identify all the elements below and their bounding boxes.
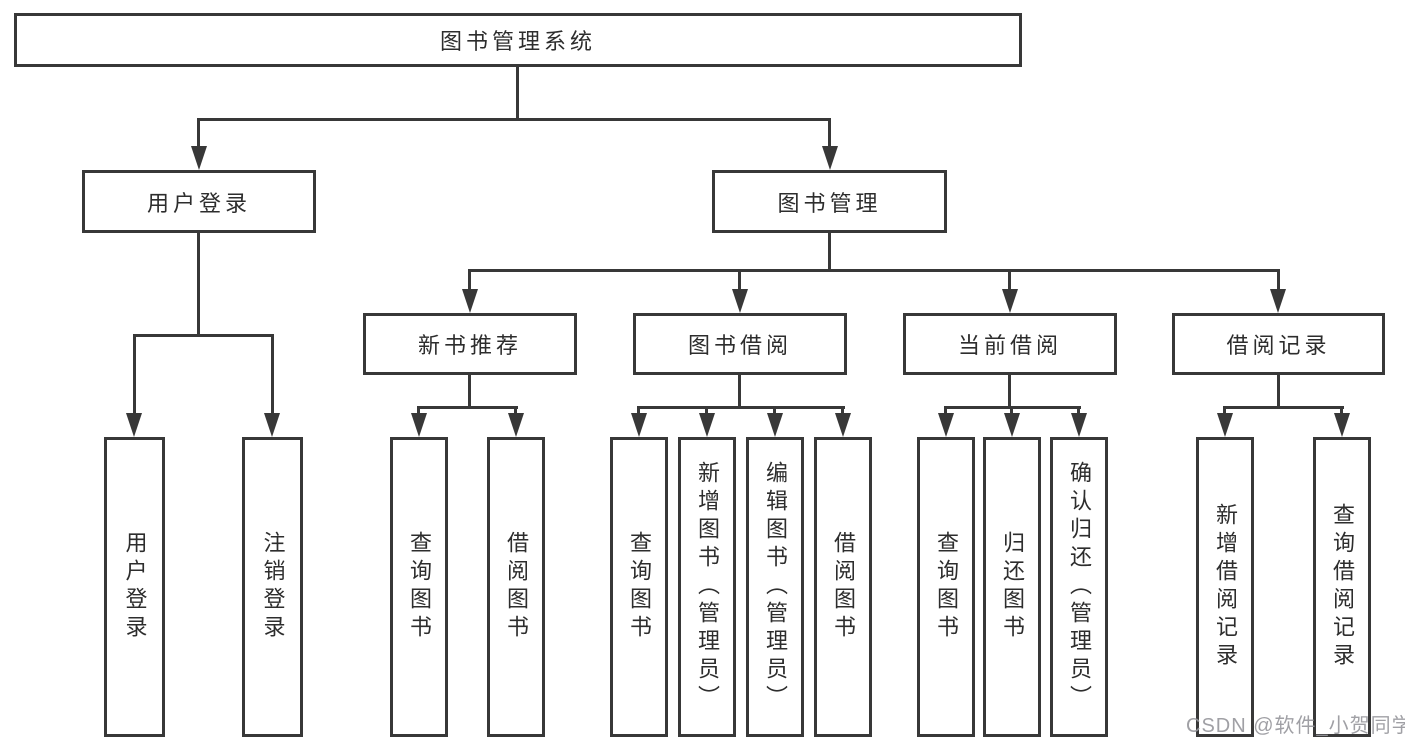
arrow-down-icon xyxy=(508,413,524,437)
arrow-down-icon xyxy=(1002,289,1018,313)
node-borrowing-records: 借阅记录 xyxy=(1172,313,1385,375)
leaf-user-login: 用户登录 xyxy=(104,437,165,737)
connector-line xyxy=(271,334,274,413)
connector-line xyxy=(773,406,776,416)
leaf-borrow-books-recommendation: 借阅图书 xyxy=(487,437,545,737)
leaf-query-borrow-record: 查询借阅记录 xyxy=(1313,437,1371,737)
node-library-management-system: 图书管理系统 xyxy=(14,13,1022,67)
leaf-query-books-current: 查询图书 xyxy=(917,437,975,737)
connector-line xyxy=(1277,269,1280,291)
leaf-borrow-books-borrowing: 借阅图书 xyxy=(814,437,872,737)
node-book-borrowing: 图书借阅 xyxy=(633,313,847,375)
connector-line xyxy=(133,334,136,413)
connector-line xyxy=(738,269,741,291)
node-user-login: 用户登录 xyxy=(82,170,316,233)
node-current-borrowing: 当前借阅 xyxy=(903,313,1117,375)
arrow-down-icon xyxy=(699,413,715,437)
leaf-query-books-borrowing: 查询图书 xyxy=(610,437,668,737)
arrow-down-icon xyxy=(1071,413,1087,437)
connector-line xyxy=(417,406,420,416)
connector-line xyxy=(197,233,200,336)
leaf-edit-book-admin: 编辑图书（管理员） xyxy=(746,437,804,737)
connector-line xyxy=(1077,406,1080,416)
connector-line xyxy=(944,406,947,416)
arrow-down-icon xyxy=(767,413,783,437)
arrow-down-icon xyxy=(462,289,478,313)
arrow-down-icon xyxy=(631,413,647,437)
arrow-down-icon xyxy=(1217,413,1233,437)
leaf-return-books: 归还图书 xyxy=(983,437,1041,737)
connector-line xyxy=(1340,406,1343,416)
arrow-down-icon xyxy=(1334,413,1350,437)
connector-line xyxy=(828,118,831,146)
connector-line xyxy=(841,406,844,416)
connector-line xyxy=(1010,406,1013,416)
connector-line xyxy=(1008,375,1011,409)
connector-line xyxy=(133,334,274,337)
leaf-add-borrow-record: 新增借阅记录 xyxy=(1196,437,1254,737)
connector-line xyxy=(197,118,831,121)
connector-line xyxy=(1223,406,1226,416)
connector-line xyxy=(468,269,471,291)
connector-line xyxy=(1277,375,1280,409)
leaf-confirm-return-admin: 确认归还（管理员） xyxy=(1050,437,1108,737)
node-book-management: 图书管理 xyxy=(712,170,947,233)
arrow-down-icon xyxy=(126,413,142,437)
arrow-down-icon xyxy=(191,146,207,170)
arrow-down-icon xyxy=(732,289,748,313)
connector-line xyxy=(468,375,471,409)
connector-line xyxy=(705,406,708,416)
arrow-down-icon xyxy=(835,413,851,437)
connector-line xyxy=(516,67,519,120)
connector-line xyxy=(637,406,845,409)
arrow-down-icon xyxy=(1270,289,1286,313)
arrow-down-icon xyxy=(411,413,427,437)
connector-line xyxy=(197,118,200,146)
node-new-book-recommendation: 新书推荐 xyxy=(363,313,577,375)
connector-line xyxy=(1223,406,1344,409)
connector-line xyxy=(514,406,517,416)
leaf-logout: 注销登录 xyxy=(242,437,303,737)
connector-line xyxy=(828,233,831,272)
connector-line xyxy=(738,375,741,409)
connector-line xyxy=(468,269,1280,272)
csdn-watermark: CSDN @软件_小贺同学 xyxy=(1186,715,1405,737)
connector-line xyxy=(637,406,640,416)
arrow-down-icon xyxy=(822,146,838,170)
leaf-add-book-admin: 新增图书（管理员） xyxy=(678,437,736,737)
arrow-down-icon xyxy=(938,413,954,437)
arrow-down-icon xyxy=(264,413,280,437)
connector-line xyxy=(417,406,518,409)
arrow-down-icon xyxy=(1004,413,1020,437)
leaf-query-books-recommendation: 查询图书 xyxy=(390,437,448,737)
connector-line xyxy=(1008,269,1011,291)
